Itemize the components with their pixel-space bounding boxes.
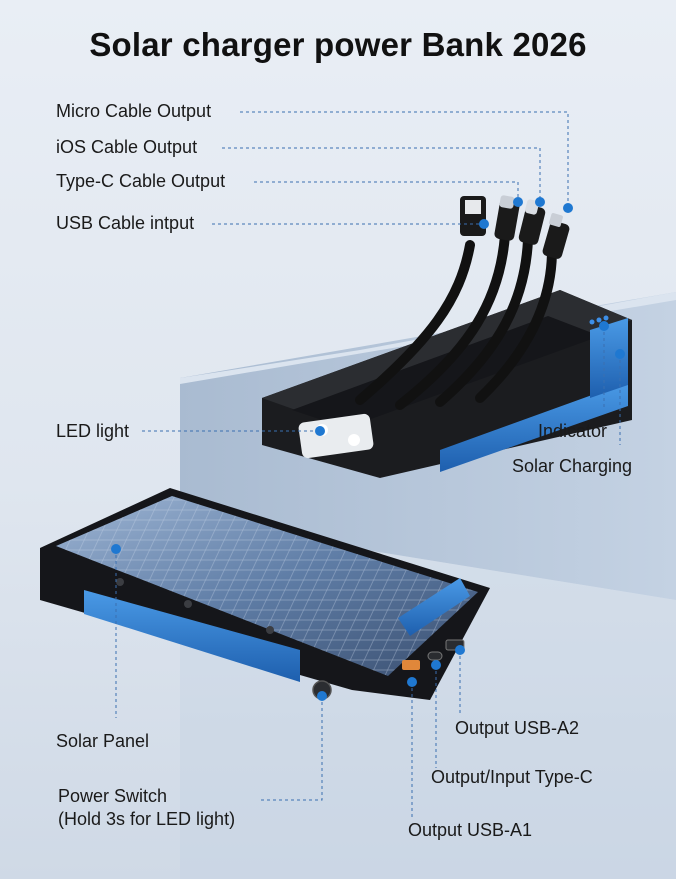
power-bank-bottom	[40, 488, 490, 700]
indicator-led-icon	[589, 319, 595, 325]
label-led-light: LED light	[56, 421, 130, 441]
power-bank-top	[262, 195, 632, 478]
lightning-connector-icon	[518, 205, 546, 245]
typec-connector-icon	[494, 199, 520, 241]
label-output-input-typec: Output/Input Type-C	[431, 767, 593, 787]
micro-connector-icon	[542, 221, 570, 259]
label-output-usb-a2: Output USB-A2	[455, 718, 580, 738]
label-usb-cable-input: USB Cable intput	[56, 213, 195, 233]
cables	[355, 230, 557, 410]
label-typec-cable-output: Type-C Cable Output	[56, 171, 226, 191]
usb-a1-port-icon	[402, 660, 420, 670]
page-title: Solar charger power Bank 2026	[89, 26, 587, 63]
label-micro-cable-output: Micro Cable Output	[56, 101, 212, 121]
typec-port-icon	[427, 651, 443, 661]
label-solar-panel: Solar Panel	[56, 731, 150, 751]
label-power-switch: Power Switch	[58, 786, 168, 806]
led-window	[298, 413, 374, 459]
label-output-usb-a1: Output USB-A1	[408, 820, 533, 840]
label-ios-cable-output: iOS Cable Output	[56, 137, 198, 157]
callout-dots	[111, 197, 625, 701]
label-power-switch-hint: (Hold 3s for LED light)	[58, 809, 236, 829]
label-indicator: Indicator	[538, 421, 608, 441]
callout-lines	[115, 111, 621, 820]
label-solar-charging: Solar Charging	[512, 456, 633, 476]
